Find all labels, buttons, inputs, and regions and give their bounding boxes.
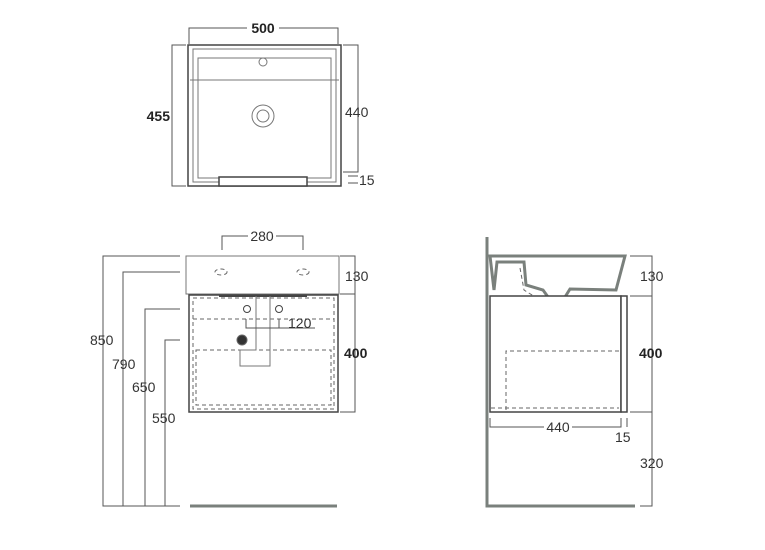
dim-width-label: 500 (251, 20, 275, 36)
dim-bowl-label: 440 (345, 104, 369, 120)
dim-bowl-line (343, 44, 359, 173)
dim-side-depth-line (489, 418, 628, 428)
dim-height-850: 850 (90, 332, 114, 348)
tap-hole-right (296, 268, 310, 276)
dim-side-cabinet-label: 400 (639, 345, 663, 361)
drain-connector (236, 334, 248, 346)
front-view: 120 280 130 400 850 790 650 550 (90, 228, 369, 508)
dim-side-door-label: 15 (615, 429, 631, 445)
drain-outer (251, 104, 275, 128)
dim-side-floor-label: 320 (640, 455, 664, 471)
dim-height-550: 550 (152, 410, 176, 426)
drawer-section (505, 350, 619, 410)
dim-basin-label: 130 (345, 268, 369, 284)
cabinet-inner (192, 297, 335, 410)
dim-offset-line (245, 319, 315, 329)
top-view: 500 455 440 15 (147, 20, 375, 188)
basin-front (185, 255, 340, 295)
door-side (620, 295, 628, 413)
dim-side-basin-label: 130 (640, 268, 664, 284)
drain-inner (256, 109, 270, 123)
dim-height-650: 650 (132, 379, 156, 395)
basin-section (488, 254, 627, 299)
dim-heights-lines (102, 255, 180, 507)
siphon (239, 296, 271, 367)
dim-side-depth-label: 440 (546, 419, 570, 435)
dim-side-vertical (630, 255, 653, 507)
dim-rim-label: 15 (359, 172, 375, 188)
dim-offset-label: 120 (288, 315, 312, 331)
dim-cabinet-label: 400 (344, 345, 368, 361)
dim-depth-label: 455 (147, 108, 171, 124)
tap-hole-left (214, 268, 228, 276)
dim-width-line (188, 27, 339, 44)
valve-right (275, 305, 283, 313)
dim-taps-line (221, 235, 304, 250)
tap-hole (258, 57, 268, 67)
cabinet-front (188, 294, 339, 413)
drawer-outline (195, 349, 332, 406)
side-view: 130 400 320 440 15 (485, 237, 664, 508)
wall-floor-line (485, 237, 635, 508)
dim-depth-line (171, 44, 186, 187)
basin-outline (187, 44, 342, 187)
dim-taps-label: 280 (250, 228, 274, 244)
dim-height-790: 790 (112, 356, 136, 372)
front-plate (218, 176, 308, 187)
cabinet-side (489, 295, 622, 413)
valve-left (243, 305, 251, 313)
dim-rim-line (348, 175, 358, 184)
dim-right-line (340, 255, 356, 413)
